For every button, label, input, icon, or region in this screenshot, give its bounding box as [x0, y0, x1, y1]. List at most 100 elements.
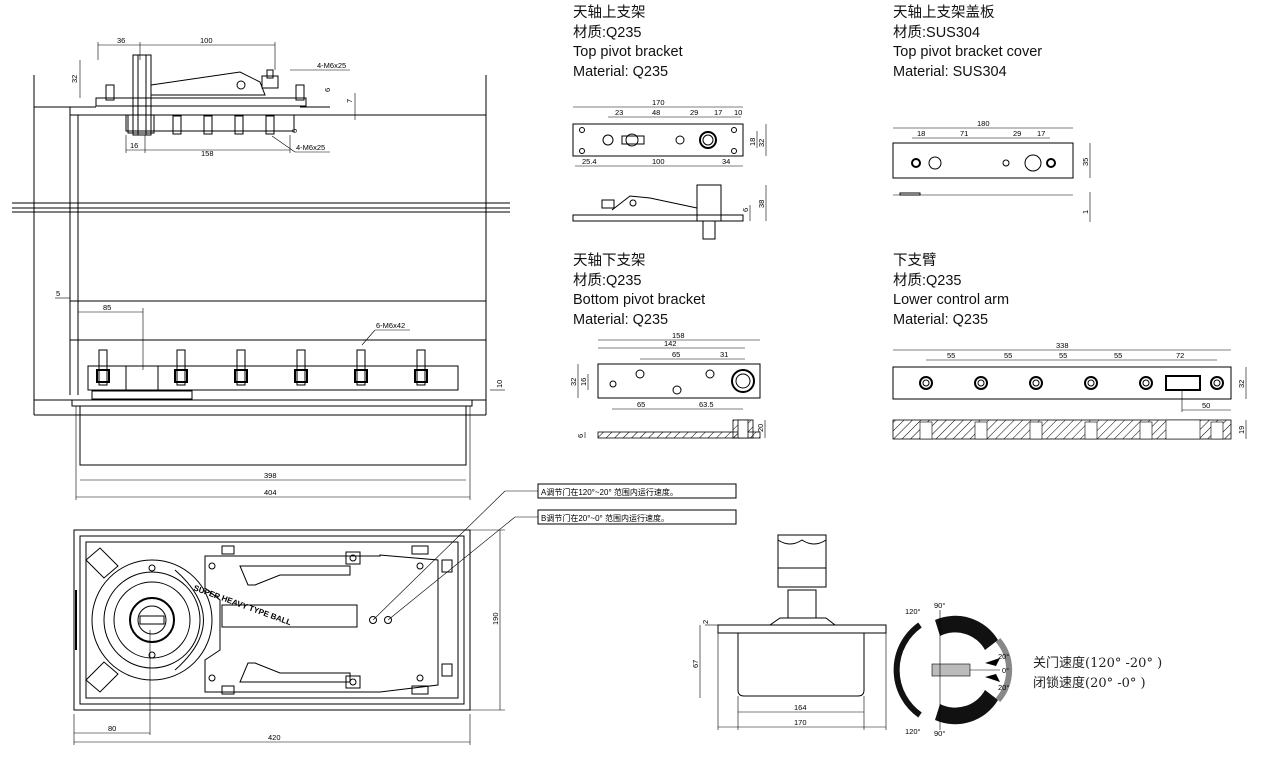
- dimension-label: 6: [323, 88, 332, 92]
- side-elevation-view: 36 100 32 4-M6x25 6 7 16 158 6 4-M6x25 5…: [12, 36, 510, 500]
- dimension-label: 158: [201, 149, 214, 158]
- dimension-label: 67: [691, 660, 700, 668]
- part-label-line: Material: Q235: [573, 63, 669, 80]
- dimension-label: 420: [268, 733, 281, 742]
- dimension-label: 6: [290, 129, 299, 133]
- part-label-line: 下支臂: [893, 253, 937, 269]
- dimension-label: 158: [672, 331, 685, 340]
- lower-control-arm-label: 下支臂 材质:Q235 Lower control arm Material: …: [893, 252, 1009, 330]
- dimension-label: 10: [734, 108, 742, 117]
- dimension-label: 7: [345, 99, 354, 103]
- dimension-label: 180: [977, 119, 990, 128]
- top-pivot-cover-label: 天轴上支架盖板 材质:SUS304 Top pivot bracket cove…: [893, 4, 1042, 82]
- dimension-label: 164: [794, 703, 807, 712]
- dimension-label: 29: [1013, 129, 1021, 138]
- dimension-label: 10: [495, 380, 504, 388]
- dimension-label: 16: [130, 141, 138, 150]
- dimension-label: 34: [722, 157, 730, 166]
- part-label-line: Top pivot bracket: [573, 44, 683, 60]
- dimension-label: 338: [1056, 341, 1069, 350]
- part-label-line: Top pivot bracket cover: [893, 44, 1043, 60]
- dimension-label: 404: [264, 488, 277, 497]
- dimension-label: 65: [637, 400, 645, 409]
- top-pivot-cover-drawing: 180 18 71 29 17 35 1: [892, 119, 1091, 222]
- part-label-line: Material: Q235: [893, 311, 989, 328]
- speed-legend: 关门速度(120° -20° ) 闭锁速度(20° -0° ): [1033, 654, 1162, 694]
- dimension-label: 72: [1176, 351, 1184, 360]
- dimension-label: 71: [960, 129, 968, 138]
- dimension-label: 55: [1114, 351, 1122, 360]
- dimension-label: 170: [652, 98, 665, 107]
- dimension-label: 100: [200, 36, 213, 45]
- part-label-line: 材质:Q235: [893, 272, 962, 289]
- part-label-line: 材质:Q235: [573, 24, 642, 41]
- dimension-label: 20: [756, 424, 765, 432]
- dimension-label: 20°: [998, 652, 1009, 661]
- part-label-line: 材质:SUS304: [893, 24, 981, 41]
- top-screws: [172, 115, 275, 135]
- dimension-label: 120°: [905, 727, 921, 736]
- part-label-line: Lower control arm: [893, 292, 1010, 308]
- lower-control-arm-drawing: 338 55 55 55 55 72 50 32 19: [892, 341, 1247, 440]
- dimension-label: 55: [947, 351, 955, 360]
- dimension-label: 35: [1081, 158, 1090, 166]
- callout-leaders: [372, 483, 737, 621]
- dimension-label: 6: [576, 434, 585, 438]
- part-label-line: 天轴上支架: [573, 5, 646, 21]
- dimension-label: 17: [1037, 129, 1045, 138]
- dimension-label: 55: [1059, 351, 1067, 360]
- dimension-label: 50: [1202, 401, 1210, 410]
- dimension-label: 85: [103, 303, 111, 312]
- dimension-label: 18: [917, 129, 925, 138]
- close-speed-text: 关门速度(120° -20° ): [1033, 656, 1163, 671]
- dimension-label: 4-M6x25: [296, 143, 325, 152]
- plan-view: 190 420 80: [73, 529, 505, 745]
- dimension-label: 31: [720, 350, 728, 359]
- dimension-label: 29: [690, 108, 698, 117]
- dimension-label: 20°: [998, 683, 1009, 692]
- part-label-line: Bottom pivot bracket: [573, 292, 706, 308]
- dimension-label: 190: [491, 612, 500, 625]
- top-pivot-bracket-drawing: 170 23 48 29 17 10 18 32 25.4 100 34 6 3…: [572, 98, 767, 240]
- top-pivot-bracket-label: 天轴上支架 材质:Q235 Top pivot bracket Material…: [573, 4, 683, 82]
- dimension-label: 25.4: [582, 157, 597, 166]
- callout-b-text: B调节门在20°~0° 范围内运行速度。: [541, 513, 669, 523]
- bottom-pivot-bracket-drawing: 158 142 65 31 32 16 65 63.5 6 20: [569, 331, 766, 439]
- speed-range-diagram: 120° 90° 20° 0° 20° 120° 90°: [893, 601, 1013, 738]
- dimension-label: 38: [757, 200, 766, 208]
- dimension-label: 398: [264, 471, 277, 480]
- dimension-label: 2: [701, 620, 710, 624]
- dimension-label: 120°: [905, 607, 921, 616]
- dimension-label: 6: [741, 208, 750, 212]
- dimension-label: 18: [748, 138, 757, 146]
- dimension-label: 142: [664, 339, 677, 348]
- dimension-label: 32: [569, 378, 578, 386]
- dimension-label: 55: [1004, 351, 1012, 360]
- dimension-label: 0°: [1002, 666, 1009, 675]
- dimension-label: 48: [652, 108, 660, 117]
- dimension-label: 90°: [934, 729, 945, 738]
- part-label-line: 材质:Q235: [573, 272, 642, 289]
- dimension-label: 32: [1237, 380, 1246, 388]
- dimension-label: 16: [579, 378, 588, 386]
- part-label-line: 天轴上支架盖板: [893, 5, 995, 21]
- dimension-label: 19: [1237, 426, 1246, 434]
- part-label-line: 天轴下支架: [573, 253, 646, 269]
- dimension-label: 17: [714, 108, 722, 117]
- part-label-line: Material: Q235: [573, 311, 669, 328]
- dimension-label: 63.5: [699, 400, 714, 409]
- box-section-drawing: 2 67 164 170: [691, 534, 887, 730]
- dimension-label: 100: [652, 157, 665, 166]
- callout-a-text: A调节门在120°~20° 范围内运行速度。: [541, 487, 678, 497]
- dimension-label: 5: [56, 289, 60, 298]
- dimension-label: 90°: [934, 601, 945, 610]
- dimension-label: 1: [1081, 210, 1090, 214]
- dimension-label: 65: [672, 350, 680, 359]
- dimension-label: 80: [108, 724, 116, 733]
- latch-speed-text: 闭锁速度(20° -0° ): [1033, 676, 1146, 691]
- bottom-pivot-bracket-label: 天轴下支架 材质:Q235 Bottom pivot bracket Mater…: [573, 252, 705, 330]
- dimension-label: 6-M6x42: [376, 321, 405, 330]
- dimension-label: 23: [615, 108, 623, 117]
- part-label-line: Material: SUS304: [893, 63, 1007, 80]
